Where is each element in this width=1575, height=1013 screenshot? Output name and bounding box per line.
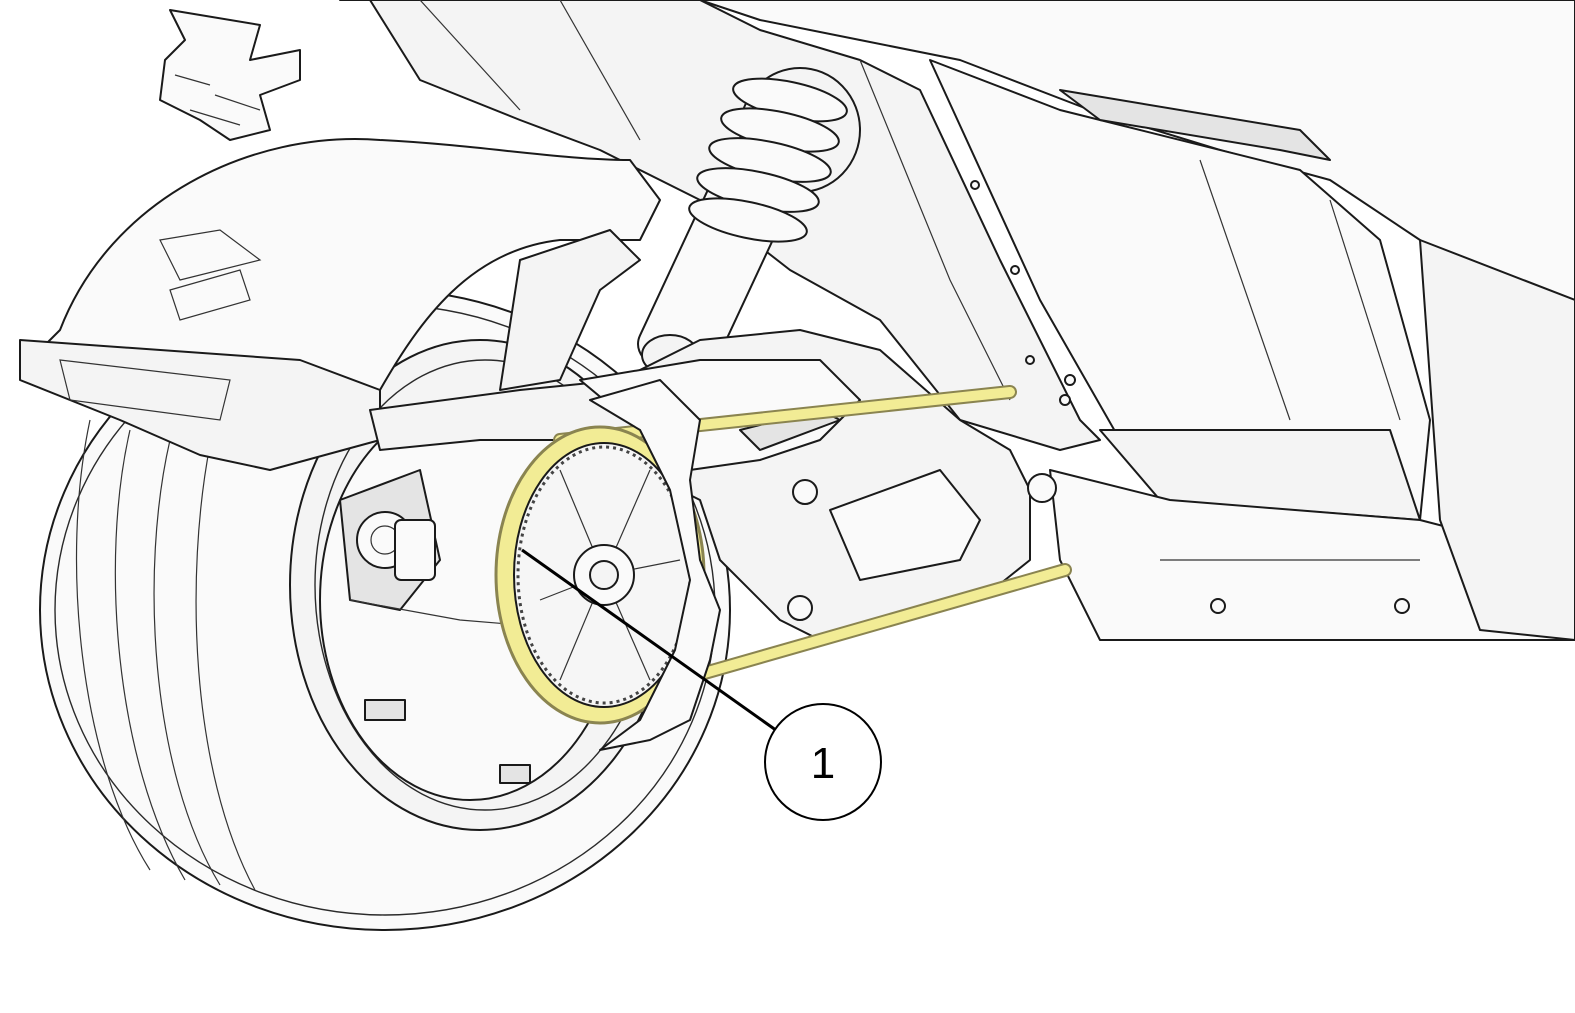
rear-fender <box>19 138 661 471</box>
callout-leader-line <box>521 548 781 735</box>
license-plate-bracket <box>159 9 301 141</box>
belt-guard <box>589 379 721 751</box>
callout-balloon <box>764 703 882 821</box>
callout-number: 1 <box>811 739 835 788</box>
callout-1: 1 <box>521 548 882 821</box>
